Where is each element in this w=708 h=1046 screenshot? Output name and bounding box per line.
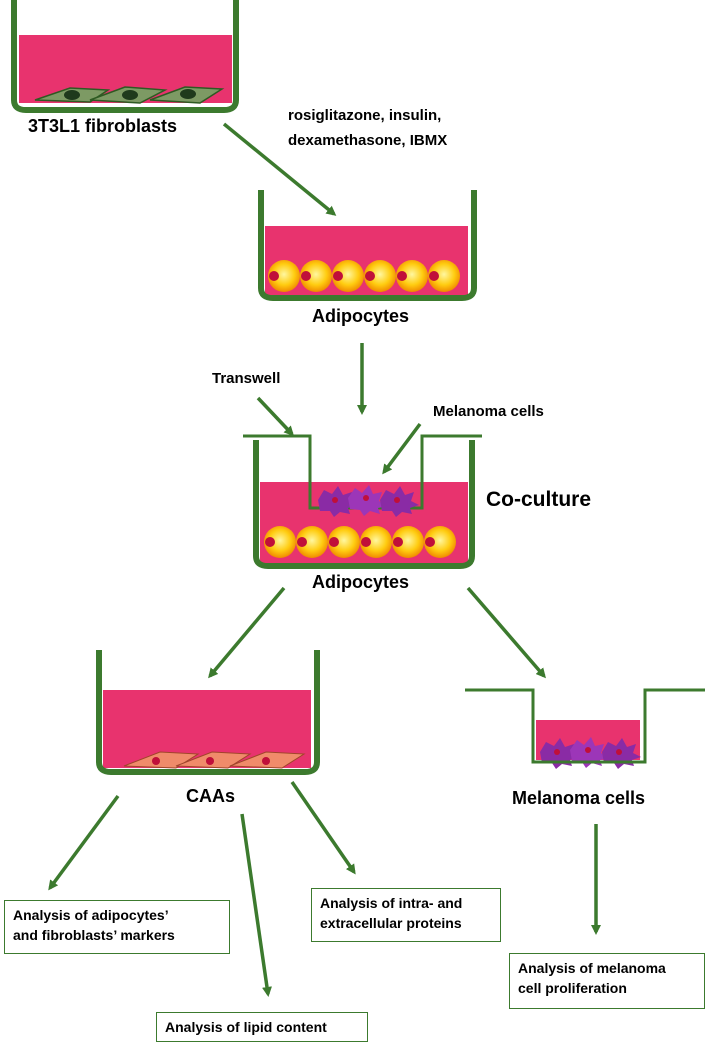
fibroblasts-label: 3T3L1 fibroblasts <box>28 116 178 136</box>
caas-label: CAAs <box>186 786 236 806</box>
markers-analysis-line2: and fibroblasts’ markers <box>13 927 175 943</box>
coculture-adipocytes <box>264 526 456 558</box>
fibroblast-well <box>11 0 239 113</box>
proliferation-analysis-line2: cell proliferation <box>518 980 627 996</box>
arrow-coculture-to-melanoma <box>466 586 546 679</box>
markers-analysis-line1: Analysis of adipocytes’ <box>13 907 169 923</box>
coculture-well <box>243 434 482 569</box>
arrow-transwell-label <box>256 396 295 437</box>
coculture-melanoma-cells <box>318 485 419 517</box>
caa-well <box>96 650 320 775</box>
arrow-caas-to-markers <box>48 794 120 891</box>
fibroblast-cells <box>34 86 225 104</box>
arrow-fibroblasts-to-adipocytes <box>222 122 337 216</box>
proteins-analysis-line2: extracellular proteins <box>320 915 462 931</box>
arrow-coculture-to-caas <box>208 586 286 679</box>
arrow-caas-to-proteins <box>290 781 356 875</box>
proteins-analysis-box: Analysis of intra- and extracellular pro… <box>311 888 501 942</box>
proliferation-analysis-box: Analysis of melanoma cell proliferation <box>509 953 705 1009</box>
coculture-label: Co-culture <box>486 488 591 511</box>
arrow-melanoma-label <box>382 422 422 475</box>
melanoma-cells-label: Melanoma cells <box>433 403 544 420</box>
proliferation-analysis-line1: Analysis of melanoma <box>518 960 666 976</box>
adipocyte-well <box>258 190 477 301</box>
markers-analysis-box: Analysis of adipocytes’ and fibroblasts’… <box>4 900 230 954</box>
proteins-analysis-line1: Analysis of intra- and <box>320 895 463 911</box>
arrow-caas-to-lipid <box>240 813 272 997</box>
transwell-insert <box>243 434 482 517</box>
melanoma-result-label: Melanoma cells <box>512 788 646 808</box>
lipid-analysis-text: Analysis of lipid content <box>165 1019 327 1035</box>
treatment-label-line2: dexamethasone, IBMX <box>288 132 448 149</box>
caa-cells <box>123 751 306 769</box>
transwell-label: Transwell <box>212 370 281 387</box>
treatment-label-line1: rosiglitazone, insulin, <box>288 107 442 124</box>
coculture-adipocytes-label: Adipocytes <box>312 572 410 592</box>
adipocytes-label: Adipocytes <box>312 306 410 326</box>
adipocyte-cells <box>268 260 460 292</box>
melanoma-insert <box>465 688 705 769</box>
lipid-analysis-box: Analysis of lipid content <box>156 1012 368 1042</box>
arrows <box>48 122 601 997</box>
